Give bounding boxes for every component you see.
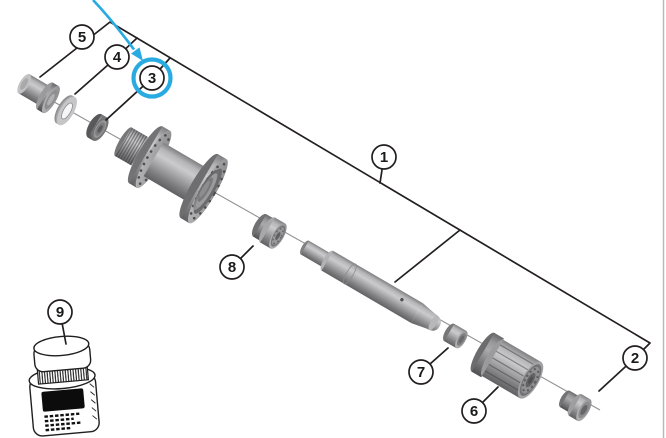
highlight-annotation [92,0,173,99]
part-grease-container [28,335,100,437]
part-washer [54,95,77,126]
highlight-circle [131,57,173,99]
callout-7: 7 [408,359,434,385]
callout-6: 6 [461,398,487,424]
pointer-arrow-head-icon [131,47,143,61]
svg-text:9: 9 [56,304,64,321]
part-spline-cone [251,213,287,249]
svg-text:8: 8 [228,259,236,276]
callout-5: 5 [69,24,95,50]
callout-8: 8 [219,254,245,280]
svg-text:6: 6 [470,403,478,420]
axle-hole [400,297,404,302]
jar-lid [33,335,90,357]
svg-text:2: 2 [631,350,639,367]
part-hub-shell [114,126,228,224]
callout-9: 9 [47,299,73,325]
part-end-cap-right [559,390,592,422]
part-spacer [443,323,468,349]
part-seal-ring [86,113,109,142]
callout-3: 3 [139,65,165,91]
svg-text:4: 4 [113,49,122,66]
part-freehub-body [470,332,544,399]
callout-2: 2 [622,345,648,371]
callouts: 1 2 3 4 5 6 7 8 [47,24,648,424]
callout-1: 1 [371,144,397,170]
svg-text:5: 5 [78,29,86,46]
svg-text:7: 7 [417,364,425,381]
svg-text:3: 3 [148,70,156,87]
jar-label [41,388,85,412]
part-axle [300,240,442,331]
leader-lines [39,21,651,412]
bracket-line-1 [39,21,651,358]
svg-text:1: 1 [380,149,388,166]
callout-4: 4 [104,44,130,70]
part-end-cap-left [17,74,60,114]
pointer-arrow-shaft [92,0,136,51]
spoke-holes-right [189,162,227,220]
tick-axle [394,229,461,283]
